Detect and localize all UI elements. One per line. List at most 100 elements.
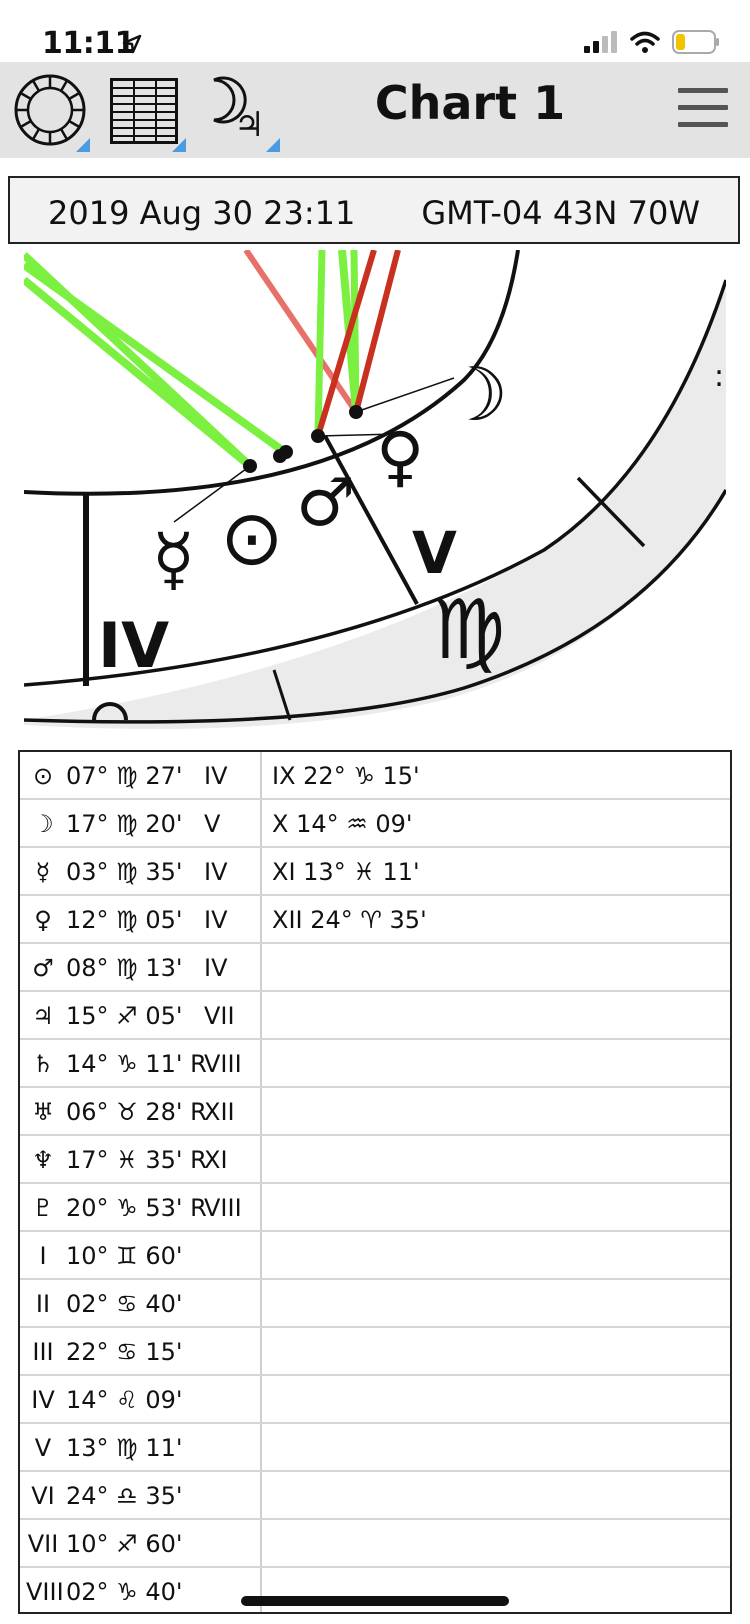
table-row[interactable]: ☽ 17° ♍ 20' V X 14° ♒ 09' (20, 800, 730, 848)
row-position: 24° ♎ 35' (66, 1482, 183, 1510)
grid-view-button[interactable] (106, 68, 186, 152)
hamburger-menu-button[interactable] (678, 88, 728, 130)
moon-jupiter-icon: ♃ (213, 76, 264, 144)
row-symbol: ⊙ (32, 762, 54, 790)
row-position: 17° ♓ 35' R (66, 1146, 207, 1174)
table-row[interactable]: ☿ 03° ♍ 35' IV XI 13° ♓ 11' (20, 848, 730, 896)
table-row[interactable]: IV 14° ♌ 09' (20, 1376, 730, 1424)
table-row[interactable]: ♄ 14° ♑ 11' R VIII (20, 1040, 730, 1088)
row-position: 10° ♊ 60' (66, 1242, 183, 1270)
house-cusp-text: IX 22° ♑ 15' (272, 762, 420, 790)
house-v-label: V (412, 519, 457, 587)
venus-glyph[interactable]: ♀ (376, 418, 425, 495)
sun-glyph[interactable]: ⊙ (220, 493, 284, 582)
row-position: 06° ♉ 28' R (66, 1098, 207, 1126)
table-row[interactable]: VIII 02° ♑ 40' (20, 1568, 730, 1616)
row-symbol: ♅ (32, 1098, 54, 1126)
chart-info-bar[interactable]: 2019 Aug 30 23:11 GMT-04 43N 70W (8, 176, 740, 244)
row-house: IV (204, 954, 228, 982)
house-cusp-text: X 14° ♒ 09' (272, 810, 413, 838)
planets-view-button[interactable]: ♃ (200, 68, 280, 152)
row-symbol: ♂ (32, 954, 54, 982)
table-row[interactable]: I 10° ♊ 60' (20, 1232, 730, 1280)
row-symbol: III (32, 1338, 54, 1366)
mars-glyph[interactable]: ♂ (296, 464, 356, 541)
signal-icon (584, 31, 617, 53)
svg-text::: : (714, 359, 724, 394)
table-row[interactable]: ♅ 06° ♉ 28' R XII (20, 1088, 730, 1136)
row-position: 20° ♑ 53' R (66, 1194, 207, 1222)
battery-icon (672, 30, 719, 54)
wheel-icon (14, 74, 86, 146)
row-house: VIII (204, 1194, 242, 1222)
table-row[interactable]: ♀ 12° ♍ 05' IV XII 24° ♈ 35' (20, 896, 730, 944)
menu-corner-indicator (266, 138, 280, 152)
row-house: XI (204, 1146, 228, 1174)
row-symbol: VII (27, 1530, 59, 1558)
house-iv-label: IV (98, 609, 170, 682)
row-position: 14° ♑ 11' R (66, 1050, 207, 1078)
table-row[interactable]: V 13° ♍ 11' (20, 1424, 730, 1472)
mercury-glyph[interactable]: ☿ (152, 518, 195, 600)
row-position: 07° ♍ 27' (66, 762, 183, 790)
row-house: XII (204, 1098, 235, 1126)
house-cusp-text: XII 24° ♈ 35' (272, 906, 427, 934)
menu-corner-indicator (172, 138, 186, 152)
row-symbol: ♄ (32, 1050, 54, 1078)
row-position: 12° ♍ 05' (66, 906, 183, 934)
row-house: IV (204, 858, 228, 886)
row-house: VIII (204, 1050, 242, 1078)
chart-wheel-graphic: : (24, 250, 726, 740)
location-arrow-icon (122, 34, 142, 54)
svg-text:♃: ♃ (234, 105, 264, 144)
house-cusp-text: XI 13° ♓ 11' (272, 858, 420, 886)
row-symbol: IV (31, 1386, 55, 1414)
table-row[interactable]: ♆ 17° ♓ 35' R XI (20, 1136, 730, 1184)
row-house: VII (204, 1002, 235, 1030)
table-row[interactable]: ♇ 20° ♑ 53' R VIII (20, 1184, 730, 1232)
status-time: 11:11 (42, 26, 136, 61)
status-indicators (584, 30, 720, 54)
home-indicator[interactable] (241, 1596, 509, 1606)
row-symbol: I (39, 1242, 47, 1270)
row-position: 02° ♑ 40' (66, 1578, 183, 1606)
virgo-sign-label: ♍ (432, 583, 506, 678)
row-position: 17° ♍ 20' (66, 810, 183, 838)
row-symbol: ☿ (35, 858, 51, 886)
status-bar: 11:11 (0, 0, 750, 61)
moon-glyph[interactable]: ☽ (442, 352, 509, 438)
row-position: 15° ♐ 05' (66, 1002, 183, 1030)
table-row[interactable]: VI 24° ♎ 35' (20, 1472, 730, 1520)
row-symbol: II (35, 1290, 51, 1318)
row-symbol: ☽ (32, 810, 54, 838)
table-row[interactable]: II 02° ♋ 40' (20, 1280, 730, 1328)
row-house: IV (204, 762, 228, 790)
row-position: 10° ♐ 60' (66, 1530, 183, 1558)
row-position: 08° ♍ 13' (66, 954, 183, 982)
chart-wheel[interactable]: : IV V ♍ ☽ ♀ ♂ ⊙ ☿ (24, 250, 726, 740)
grid-icon (110, 78, 178, 144)
menu-corner-indicator (76, 138, 90, 152)
table-row[interactable]: ♃ 15° ♐ 05' VII (20, 992, 730, 1040)
row-position: 13° ♍ 11' (66, 1434, 183, 1462)
row-position: 02° ♋ 40' (66, 1290, 183, 1318)
table-row[interactable]: III 22° ♋ 15' (20, 1328, 730, 1376)
row-symbol: ♀ (34, 906, 52, 934)
row-symbol: ♇ (32, 1194, 54, 1222)
table-row[interactable]: ♂ 08° ♍ 13' IV (20, 944, 730, 992)
chart-location: GMT-04 43N 70W (421, 194, 700, 232)
wifi-icon (630, 31, 660, 53)
table-row[interactable]: ⊙ 07° ♍ 27' IV IX 22° ♑ 15' (20, 752, 730, 800)
row-position: 03° ♍ 35' (66, 858, 183, 886)
chart-title: Chart 1 (374, 76, 566, 130)
toolbar: ♃ Chart 1 (0, 62, 750, 158)
chart-datetime: 2019 Aug 30 23:11 (48, 194, 356, 232)
row-symbol: V (34, 1434, 52, 1462)
wheel-view-button[interactable] (10, 68, 90, 152)
table-row[interactable]: VII 10° ♐ 60' (20, 1520, 730, 1568)
row-house: IV (204, 906, 228, 934)
row-symbol: ♃ (32, 1002, 54, 1030)
row-symbol: ♆ (32, 1146, 54, 1174)
row-symbol: VI (31, 1482, 55, 1510)
row-position: 22° ♋ 15' (66, 1338, 183, 1366)
